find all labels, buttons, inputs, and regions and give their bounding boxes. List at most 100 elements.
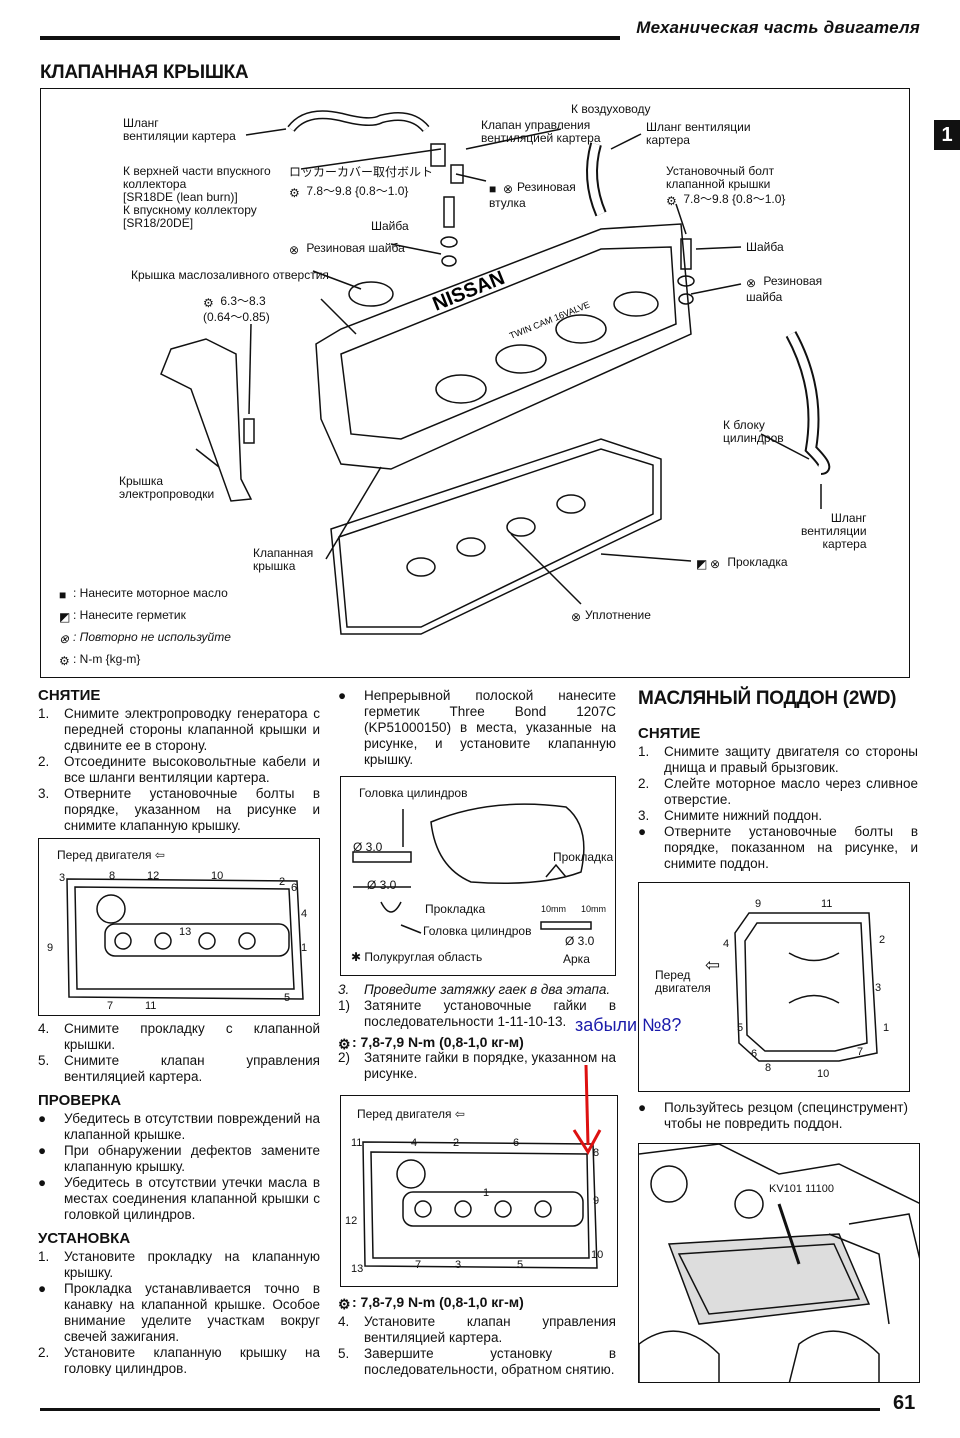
handwritten-note: забыли №8? [575, 1015, 682, 1035]
bolt-number: 6 [291, 882, 297, 894]
bolt-number: 11 [351, 1137, 362, 1149]
list-item: 2)Затяните гайки в порядке, указанном на… [338, 1050, 616, 1082]
bolt-number: 8 [109, 870, 115, 882]
bolt-number: 10 [211, 870, 223, 882]
torque-left-value: 7.8～9.8 {0.8～1.0} [306, 184, 409, 198]
tool-label: KV101 11100 [769, 1183, 834, 1195]
list-text: Отверните установочные болты в порядке, … [664, 824, 918, 871]
legend-text: : Нанесите моторное масло [73, 586, 228, 600]
header-rule [40, 36, 620, 40]
list-item: 5.Завершите установку в последовательнос… [338, 1346, 616, 1378]
list-text: При обнаружении дефектов замените клапан… [64, 1143, 320, 1174]
list-text: Установите клапан управления вентиляцией… [364, 1314, 616, 1345]
do-not-reuse-icon: ⊗ [503, 182, 514, 196]
legend-text: : Повторно не используйте [73, 630, 231, 644]
torque-icon: ⚙ [666, 194, 677, 208]
list-marker: 4. [38, 1021, 50, 1036]
arrow-left-icon: ⇦ [705, 955, 721, 975]
bolt-number: 9 [593, 1195, 599, 1207]
legend-item: ■: Нанесите моторное масло [59, 587, 231, 603]
bolt-number: 8 [765, 1062, 771, 1074]
label-harness-cover: Крышка электропроводки [119, 474, 215, 501]
bolt-number: 2 [279, 876, 285, 888]
valve-cover-exploded-diagram: NISSAN TWIN CAM 16VALVE Шланг вентиляции… [40, 88, 910, 678]
label-torque-right-bolt: ⚙ 7.8～9.8 {0.8～1.0} [666, 193, 785, 209]
caption-text: Перед двигателя [655, 968, 711, 995]
label-pcv-valve: Клапан управления вентиляцией картера [481, 118, 601, 145]
arrow-left-icon: ⇦ [154, 848, 165, 862]
bullet: ● [338, 688, 347, 703]
left-column-cont: 4.Снимите прокладку с клапанной крышки. … [38, 1021, 320, 1377]
removal-title: СНЯТИЕ [638, 725, 701, 742]
list-item: ● Пользуйтесь резцом (специнструмент) что… [638, 1100, 908, 1132]
label-to-air-duct: К воздуховоду [571, 102, 651, 116]
caption-text: Перед двигателя [357, 1107, 452, 1121]
list-text: Снимите электропроводку генератора с пер… [64, 706, 320, 753]
label-gasket: ◩⊗ Прокладка [696, 556, 788, 572]
bolt-number: 11 [145, 1000, 156, 1012]
bullet: ● [638, 1100, 647, 1115]
list-text: Снимите прокладку с клапанной крышки. [64, 1021, 320, 1052]
label-mm1: 10mm [541, 904, 567, 914]
bolt-number: 13 [351, 1263, 363, 1275]
bolt-number: 13 [179, 926, 191, 938]
legend-item: ⊗: Повторно не используйте [59, 631, 231, 647]
list-text: Убедитесь в отсутствии утечки масла в ме… [64, 1175, 320, 1222]
torque-spec: ⚙: 7,8-7,9 N-m (0,8-1,0 кг-м) [338, 1034, 616, 1052]
list-text: Слейте моторное масло через сливное отве… [664, 776, 918, 807]
label-dia3: Ø 3.0 [565, 934, 595, 948]
label-torque-left-bolt: ⚙ 7.8～9.8 {0.8～1.0} [289, 185, 408, 201]
cover-outline: 3 8 12 10 2 6 4 13 9 1 7 11 5 [47, 870, 307, 1012]
bolt-number: 2 [453, 1137, 459, 1149]
label-dia2: Ø 3.0 [367, 878, 397, 892]
sealant-icon: ◩ [696, 557, 708, 571]
list-text: Снимите клапан управления вентиляцией ка… [64, 1053, 320, 1084]
list-marker: 3. [338, 982, 350, 997]
list-item: 2.Установите клапанную крышку на головку… [38, 1345, 320, 1377]
list-text: Отсоедините высоковольтные кабели и все … [64, 754, 320, 785]
inspection-title: ПРОВЕРКА [38, 1092, 122, 1109]
list-text: Отверните установочные болты в порядке, … [64, 786, 320, 833]
torque-harness-value: 6.3～8.3 (0.64～0.85) [203, 294, 270, 324]
bolt-number: 3 [59, 872, 65, 884]
bolt-number: 9 [755, 898, 761, 910]
list-marker: 2. [38, 1345, 50, 1360]
list-marker: 4. [338, 1314, 350, 1329]
list-item: ●Убедитесь в отсутствии утечки масла в м… [38, 1175, 320, 1223]
list-item: 1.Установите прокладку на клапанную крыш… [38, 1249, 320, 1281]
list-item: 2.Слейте моторное масло через сливное от… [638, 776, 918, 808]
middle-column: ●Непрерывной полоской нанесите герметик … [338, 688, 616, 768]
torque-spec: ⚙: 7,8-7,9 N-m (0,8-1,0 кг-м) [338, 1294, 616, 1312]
bolt-number: 11 [821, 898, 832, 910]
rubber-washer-left-text: Резиновая шайба [306, 241, 405, 255]
label-jp-bolt: ロッカーカバー取付ボルト [289, 165, 434, 179]
gasket-text: Прокладка [727, 555, 788, 569]
list-item: 3. Отверните установочные болты в порядке… [38, 786, 320, 834]
label-oil-filler-cap: Крышка маслозаливного отверстия [131, 268, 329, 282]
oil-pan-outline: 9 11 4 2 3 1 5 6 8 7 10 [723, 898, 889, 1080]
oil-pan-bolt-figure: Перед двигателя ⇦ 9 11 4 2 3 1 5 6 8 7 1… [638, 882, 910, 1092]
legend-text: : Нанесите герметик [73, 608, 186, 622]
list-text: Пользуйтесь резцом (специнструмент) чтоб… [664, 1100, 908, 1131]
bolt-number: 10 [591, 1249, 603, 1261]
label-washer-right: Шайба [746, 240, 784, 254]
bolt-number: 5 [284, 992, 290, 1004]
left-column: СНЯТИЕ 1.Снимите электропроводку генерат… [38, 688, 320, 834]
legend-item: ⚙: N-m {kg-m} [59, 653, 231, 669]
chapter-tab: 1 [934, 120, 960, 150]
seal-text: Уплотнение [585, 608, 651, 622]
do-not-reuse-icon: ⊗ [289, 243, 300, 257]
torque-icon: ⚙ [59, 654, 70, 668]
sealant-figure: Головка цилиндров Ø 3.0 Ø 3.0 Прокладка … [340, 776, 616, 976]
list-text: Затяните установочные гайки в последоват… [364, 998, 616, 1029]
diagram-drawing: NISSAN TWIN CAM 16VALVE [160, 110, 831, 635]
cover-outline: 11 4 2 6 8 1 9 12 13 7 3 5 10 [345, 1137, 603, 1275]
list-text: Завершите установку в последовательности… [364, 1346, 616, 1377]
figure-caption: Перед двигателя ⇦ [57, 849, 165, 862]
list-marker: 3. [38, 786, 50, 801]
removal-drawing: KV101 11100 [639, 1144, 919, 1382]
page-number: 61 [893, 1392, 916, 1414]
legend-item: ◩: Нанесите герметик [59, 609, 231, 625]
label-hose-vent-right-top: Шланг вентиляции картера [646, 120, 751, 147]
label-mm2: 10mm [581, 904, 607, 914]
